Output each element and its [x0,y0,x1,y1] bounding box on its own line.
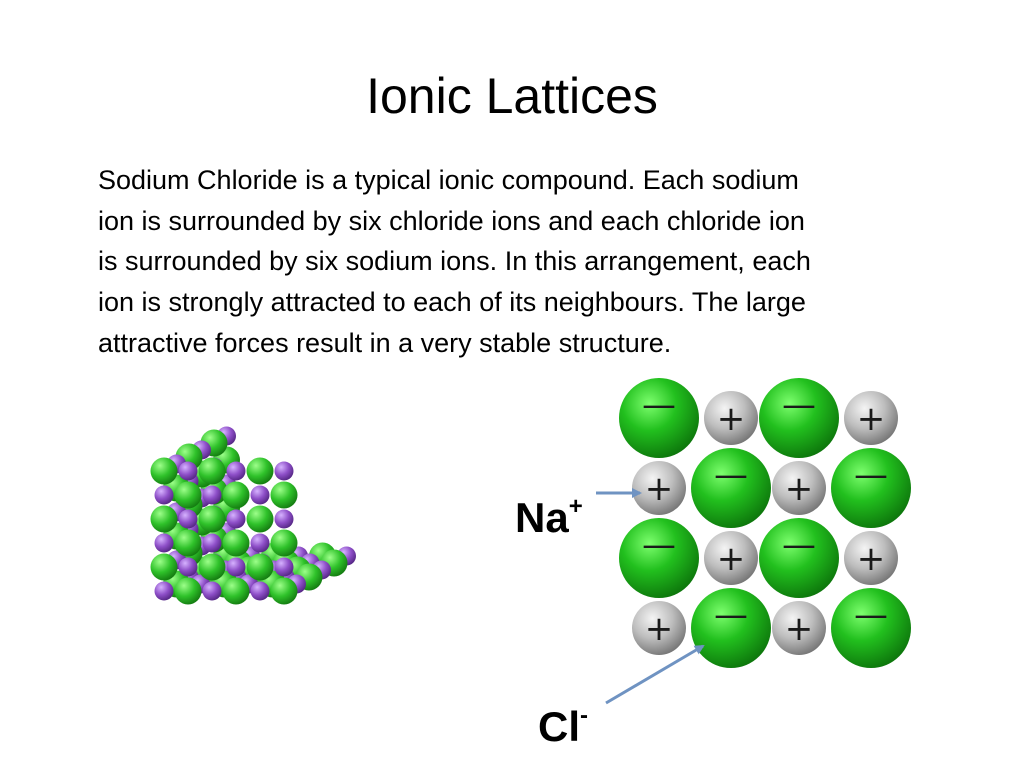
cube-chloride-sphere [246,457,274,485]
chloride-ion: — [691,588,771,668]
sodium-ion-sphere [772,461,826,515]
chloride-ion-sphere [759,378,839,458]
cube-sodium-sphere [154,533,174,553]
plus-sign: + [857,539,886,579]
minus-sign: — [714,595,748,635]
cube-chloride-sphere [198,505,226,533]
slide-title: Ionic Lattices [366,68,658,124]
cube-chloride-sphere [174,577,202,605]
cube-chloride-sphere [150,505,178,533]
body-line: ion is strongly attracted to each of its… [98,287,806,318]
cube-sodium-sphere [226,557,246,577]
chloride-ion-sphere [691,448,771,528]
cube-sodium-sphere [202,533,222,553]
cube-sodium-sphere [178,461,198,481]
chloride-ion: — [831,588,911,668]
cube-chloride-sphere [198,457,226,485]
chloride-ion: — [619,518,699,598]
cube-sodium-sphere [274,557,294,577]
plus-sign: + [645,609,674,649]
cube-sodium-sphere [274,509,294,529]
cube-chloride-sphere [270,529,298,557]
chloride-ion: — [691,448,771,528]
chloride-ion-label: Cl- [538,702,588,750]
sodium-ion-sphere [844,531,898,585]
minus-sign: — [642,525,676,565]
cube-chloride-sphere [222,577,250,605]
cube-chloride-sphere [270,481,298,509]
plus-sign: + [717,399,746,439]
cube-sodium-sphere [154,581,174,601]
cube-chloride-sphere [222,481,250,509]
cube-chloride-sphere [222,529,250,557]
sodium-ion-label: Na+ [515,493,583,541]
plus-sign: + [785,469,814,509]
sodium-ion: + [704,391,758,445]
cube-sodium-sphere [274,461,294,481]
cube-sodium-sphere [202,485,222,505]
sodium-ion-sphere [704,531,758,585]
cube-sodium-sphere [250,533,270,553]
plus-sign: + [857,399,886,439]
body-line: ion is surrounded by six chloride ions a… [98,205,805,236]
sodium-ion-sphere [632,601,686,655]
sodium-ion: + [844,531,898,585]
cube-chloride-sphere [246,553,274,581]
cube-chloride-sphere [270,577,298,605]
body-paragraph: Sodium Chloride is a typical ionic compo… [98,160,948,364]
sodium-ion-sphere [772,601,826,655]
minus-sign: — [854,595,888,635]
cube-chloride-sphere [150,457,178,485]
chloride-ion: — [759,378,839,458]
sodium-ion: + [772,461,826,515]
chloride-ion-sphere [619,518,699,598]
cube-chloride-sphere [150,553,178,581]
chloride-ion-sphere [831,588,911,668]
nacl-lattice-cube-image [150,426,356,605]
cube-sodium-sphere [226,509,246,529]
minus-sign: — [782,385,816,425]
sodium-ion-sphere [704,391,758,445]
sodium-ion-sphere [632,461,686,515]
cube-chloride-sphere [174,529,202,557]
sodium-ion: + [844,391,898,445]
chloride-ion: — [831,448,911,528]
cube-sodium-sphere [178,557,198,577]
cube-sodium-sphere [250,581,270,601]
cube-chloride-sphere [246,505,274,533]
body-line: attractive forces result in a very stabl… [98,327,672,358]
sodium-ion: + [632,601,686,655]
sodium-ion: + [772,601,826,655]
plus-sign: + [785,609,814,649]
cube-sodium-sphere [178,509,198,529]
minus-sign: — [854,455,888,495]
sodium-ion-sphere [844,391,898,445]
chloride-ion-sphere [691,588,771,668]
sodium-ion: + [704,531,758,585]
body-line: Sodium Chloride is a typical ionic compo… [98,165,799,195]
sodium-ion: + [632,461,686,515]
cube-sodium-sphere [226,461,246,481]
cube-chloride-sphere [198,553,226,581]
minus-sign: — [642,385,676,425]
minus-sign: — [714,455,748,495]
chloride-ion-sphere [759,518,839,598]
chloride-ion: — [759,518,839,598]
cube-sodium-sphere [250,485,270,505]
chloride-ion: — [619,378,699,458]
cube-sodium-sphere [154,485,174,505]
plus-sign: + [717,539,746,579]
plus-sign: + [645,469,674,509]
cl-pointer-arrow [605,644,705,705]
chloride-ion-sphere [831,448,911,528]
minus-sign: — [782,525,816,565]
cube-chloride-sphere [174,481,202,509]
cube-sodium-sphere [202,581,222,601]
body-line: is surrounded by six sodium ions. In thi… [98,246,811,277]
chloride-ion-sphere [619,378,699,458]
